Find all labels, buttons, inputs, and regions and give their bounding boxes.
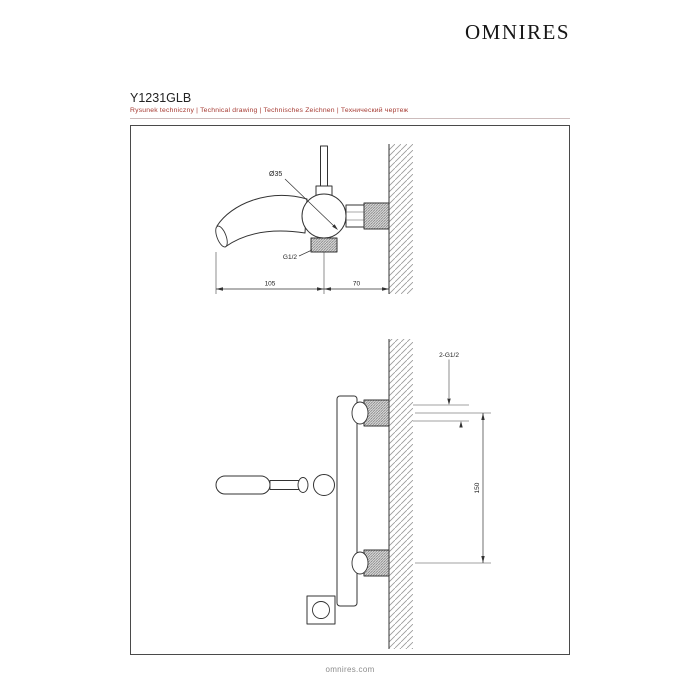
spout-tip — [215, 225, 228, 248]
connector-nut — [345, 204, 365, 228]
dim-label-70: 70 — [353, 281, 361, 288]
dim-label-150: 150 — [474, 482, 481, 493]
wall-hatch — [389, 144, 413, 294]
dim-arrow — [216, 287, 223, 291]
dim-arrow — [324, 287, 331, 291]
handle-neck — [269, 480, 301, 490]
dim-label-2-g12: 2-G1/2 — [439, 352, 459, 359]
union-nut-bottom — [351, 551, 369, 575]
spout — [216, 195, 308, 248]
dim-label-diameter: Ø35 — [269, 171, 282, 178]
outlet-circle — [312, 601, 330, 619]
dim-arrow — [481, 556, 485, 563]
dim-arrow — [459, 421, 463, 428]
drawing-frame: Ø35 G1/2 105 70 — [130, 125, 570, 655]
footer-website: omnires.com — [325, 665, 375, 674]
drawing-subtitle: Rysunek techniczny | Technical drawing |… — [130, 107, 409, 114]
dim-arrow — [317, 287, 324, 291]
wall-union-knurl — [363, 202, 390, 230]
product-code: Y1231GLB — [130, 91, 192, 105]
dim-arrow — [481, 413, 485, 420]
dim-label-105: 105 — [265, 281, 276, 288]
thread-leader-line — [298, 249, 313, 257]
cartridge-cap — [313, 474, 335, 496]
header-divider — [130, 118, 570, 119]
hose-outlet-knurl — [310, 237, 338, 253]
dim-label-thread: G1/2 — [283, 254, 297, 261]
front-view-drawing: 2-G1/2 150 — [215, 339, 491, 649]
union-nut-top — [351, 401, 369, 425]
diameter-leader-line — [284, 178, 337, 229]
brand-logo: OMNIRES — [464, 20, 570, 44]
leader-arrow — [332, 224, 338, 230]
handle-grip — [215, 475, 271, 495]
dim-arrow — [382, 287, 389, 291]
mixer-body-column — [336, 395, 358, 607]
technical-drawing: Ø35 G1/2 105 70 — [215, 144, 491, 649]
handle-joint — [297, 477, 309, 493]
side-view-drawing: Ø35 G1/2 105 70 — [215, 144, 413, 294]
handle-lever — [320, 145, 328, 189]
leader-arrow — [447, 398, 451, 405]
wall-hatch — [389, 339, 413, 649]
